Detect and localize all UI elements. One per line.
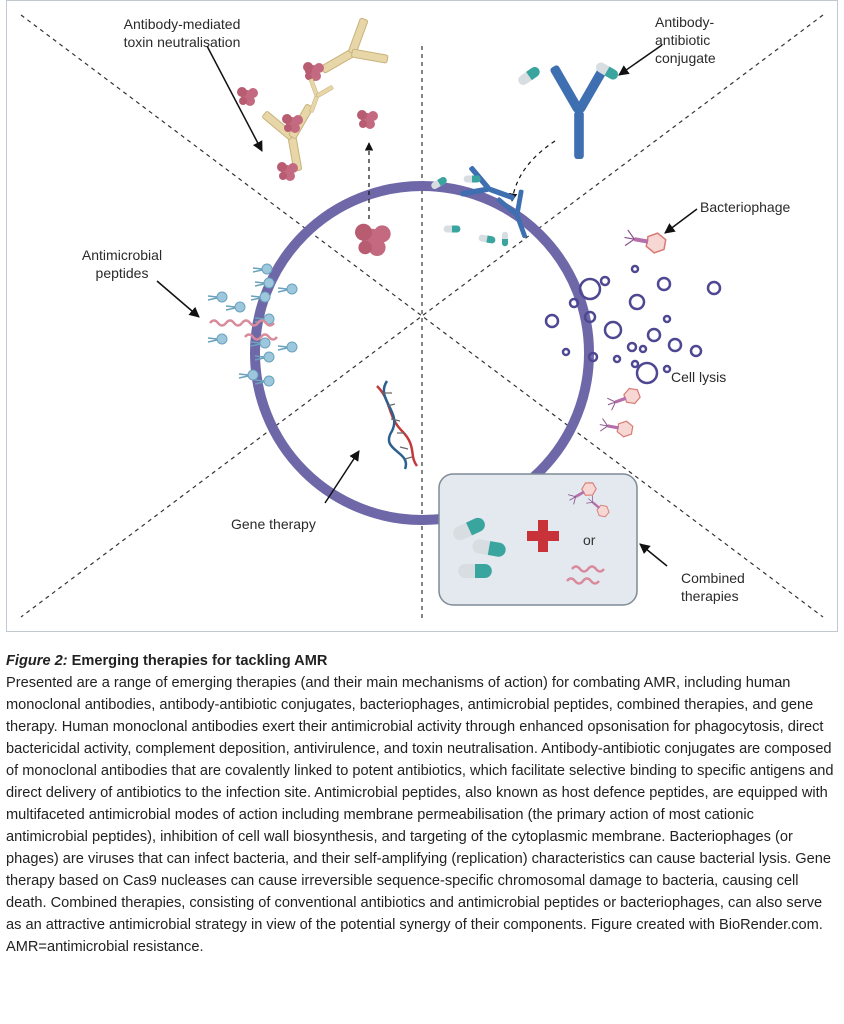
dna-icon: [376, 380, 419, 470]
figure-illustration: [20, 14, 824, 619]
antibody-icon: [549, 64, 609, 159]
label-cell-lysis: Cell lysis: [671, 369, 727, 385]
label-toxin-neutralisation: Antibody-mediated toxin neutralisation: [123, 16, 241, 50]
figure-label: Figure 2:: [6, 653, 68, 669]
label-conjugate: Antibody-antibiotic conjugate: [655, 14, 716, 66]
red-cross-icon: [527, 520, 559, 552]
figure-caption: Figure 2: Emerging therapies for tacklin…: [6, 650, 836, 958]
figure-panel: Antibody-mediated toxin neutralisation A…: [6, 0, 838, 632]
caption-title: Figure 2: Emerging therapies for tacklin…: [6, 650, 836, 672]
label-bacteriophage: Bacteriophage: [700, 199, 791, 215]
label-antimicrobial-peptides: Antimicrobial peptides: [81, 247, 163, 281]
bacteriophage-icon: [597, 226, 668, 439]
caption-title-text: Emerging therapies for tackling AMR: [67, 653, 328, 669]
label-or: or: [583, 532, 596, 548]
caption-body: Presented are a range of emerging therap…: [6, 675, 834, 955]
label-combined-therapies: Combined therapies: [681, 570, 745, 604]
antibody-icon: [260, 14, 392, 176]
label-gene-therapy: Gene therapy: [231, 516, 316, 532]
